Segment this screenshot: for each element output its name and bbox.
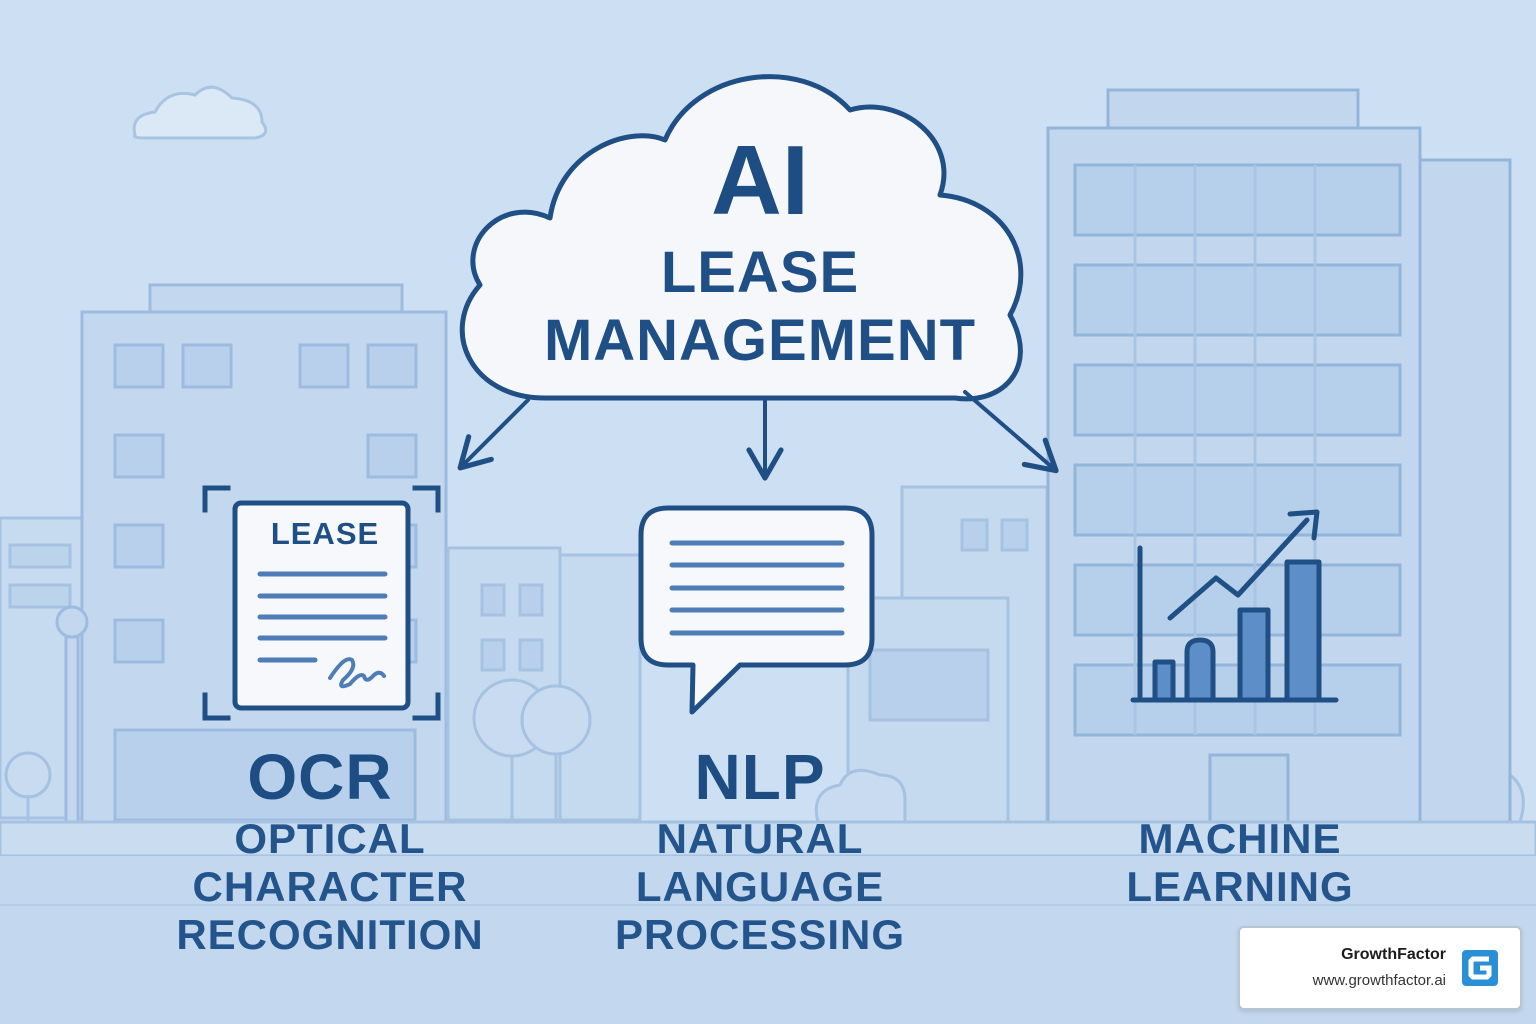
nlp-description: NATURAL LANGUAGE PROCESSING <box>560 815 960 959</box>
arrows <box>457 390 1059 481</box>
cloud-title-ai: AI <box>711 125 809 235</box>
ml-description: MACHINE LEARNING <box>1040 815 1440 911</box>
ml-line: LEARNING <box>1126 863 1354 910</box>
signature-icon <box>328 657 386 689</box>
ocr-line: OPTICAL <box>234 815 426 862</box>
ocr-line: RECOGNITION <box>176 911 484 958</box>
cloud-icon <box>459 74 1024 402</box>
building-right <box>1046 88 1512 830</box>
brand-name: GrowthFactor <box>1341 946 1446 963</box>
lease-document-icon <box>202 485 441 721</box>
arrow-to-ml <box>963 390 1059 474</box>
bar-chart-growth-icon <box>1130 509 1339 703</box>
building-middle-left <box>446 546 642 822</box>
ml-line: MACHINE <box>1138 815 1342 862</box>
nlp-line: NATURAL <box>656 815 864 862</box>
ocr-heading: OCR <box>247 741 393 813</box>
brand-card[interactable]: GrowthFactor www.growthfactor.ai <box>1238 926 1522 1010</box>
ocr-line: CHARACTER <box>192 863 468 910</box>
sky-cloud <box>132 85 268 140</box>
document-title: LEASE <box>270 516 380 551</box>
speech-bubble-icon <box>638 505 875 715</box>
cloud-title-line1: LEASE <box>660 240 860 305</box>
bush <box>814 768 907 824</box>
nlp-heading: NLP <box>694 741 826 813</box>
ocr-description: OPTICAL CHARACTER RECOGNITION <box>130 815 530 959</box>
arrow-to-ocr <box>457 398 530 471</box>
tree-left <box>4 678 592 825</box>
building-middle-right <box>846 485 1049 825</box>
cloud-title-line2: MANAGEMENT <box>543 308 977 373</box>
nlp-line: LANGUAGE <box>635 863 885 910</box>
growthfactor-logo-icon <box>1462 950 1498 986</box>
brand-url[interactable]: www.growthfactor.ai <box>1312 972 1446 989</box>
nlp-line: PROCESSING <box>614 911 906 958</box>
